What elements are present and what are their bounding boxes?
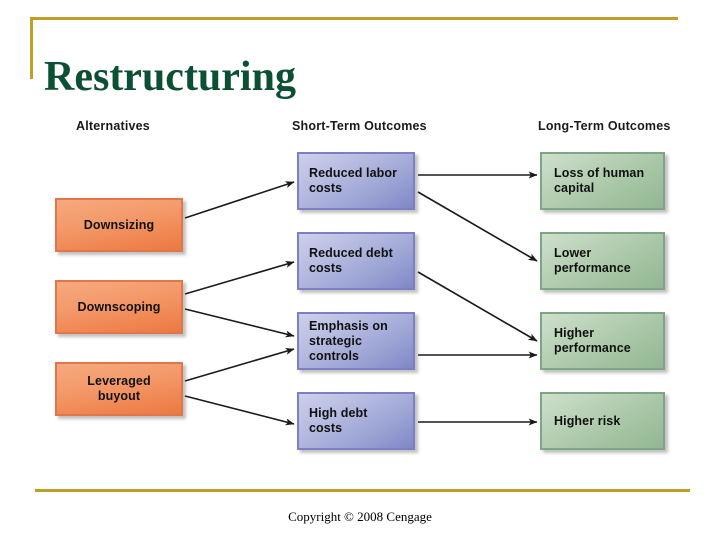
title-rule-horizontal <box>30 17 678 20</box>
footer-rule <box>35 489 690 492</box>
connector-lbo-to-high-debt <box>184 395 295 426</box>
connector-downscoping-to-reduced-debt <box>184 261 295 295</box>
node-downsizing[interactable]: Downsizing <box>55 198 183 252</box>
column-header-alternatives: Alternatives <box>76 119 150 133</box>
restructuring-diagram: Alternatives Short-Term Outcomes Long-Te… <box>0 100 720 475</box>
connector-reduced-labor-to-lower-perf <box>417 191 538 262</box>
node-high-debt-costs[interactable]: High debt costs <box>297 392 415 450</box>
connector-downsizing-to-reduced-labor <box>184 181 295 219</box>
node-downscoping-label: Downscoping <box>77 299 161 314</box>
connector-lbo-to-emphasis <box>184 348 295 382</box>
connector-downscoping-to-emphasis <box>184 308 295 338</box>
node-higher-risk-label: Higher risk <box>554 413 621 428</box>
column-header-long-term-outcomes: Long-Term Outcomes <box>538 119 671 133</box>
node-high-debt-costs-label: High debt costs <box>309 406 368 435</box>
column-header-short-term-outcomes: Short-Term Outcomes <box>292 119 427 133</box>
node-higher-risk[interactable]: Higher risk <box>540 392 665 450</box>
page-title: Restructuring <box>44 54 296 101</box>
node-downsizing-label: Downsizing <box>83 217 155 232</box>
copyright-notice: Copyright © 2008 Cengage <box>288 509 432 524</box>
node-downscoping[interactable]: Downscoping <box>55 280 183 334</box>
title-rule-vertical <box>30 17 33 79</box>
connector-reduced-debt-to-higher-perf <box>417 271 538 342</box>
